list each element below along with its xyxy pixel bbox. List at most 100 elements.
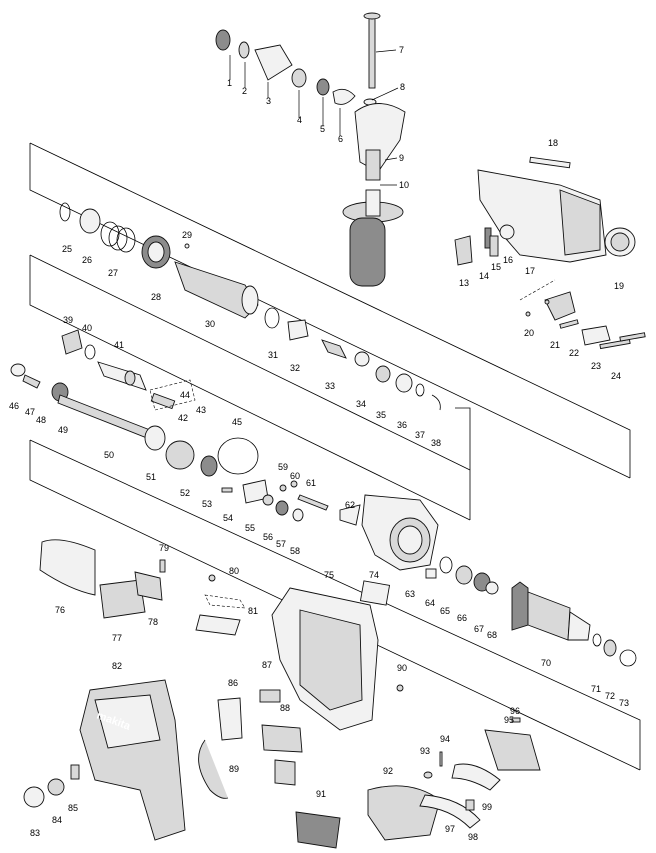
part-label: 64 — [425, 598, 435, 608]
part-label: 25 — [62, 244, 72, 254]
part-label: 19 — [614, 281, 624, 291]
part-label: 76 — [55, 605, 65, 615]
part-label: 6 — [338, 134, 343, 144]
part-label: 65 — [440, 606, 450, 616]
part-label: 38 — [431, 438, 441, 448]
part-label: 18 — [548, 138, 558, 148]
part-label: 77 — [112, 633, 122, 643]
panel-frames — [29, 142, 641, 771]
part-label: 40 — [82, 323, 92, 333]
group-crank — [221, 479, 499, 595]
part-label: 33 — [325, 381, 335, 391]
part-label: 31 — [268, 350, 278, 360]
part-label: 91 — [316, 789, 326, 799]
part-label: 78 — [148, 617, 158, 627]
part-label: 92 — [383, 766, 393, 776]
part-label: 51 — [146, 472, 156, 482]
part-label: 94 — [440, 734, 450, 744]
part-label: 44 — [180, 390, 190, 400]
part-label: 52 — [180, 488, 190, 498]
part-label: 22 — [569, 348, 579, 358]
group-spindle — [59, 202, 441, 411]
part-label: 99 — [482, 802, 492, 812]
part-label: 50 — [104, 450, 114, 460]
group-impact — [10, 329, 259, 477]
part-label: 61 — [306, 478, 316, 488]
part-label: 23 — [591, 361, 601, 371]
part-label: 13 — [459, 278, 469, 288]
part-label: 93 — [420, 746, 430, 756]
part-label: 27 — [108, 268, 118, 278]
part-label: 62 — [345, 500, 355, 510]
part-label: 49 — [58, 425, 68, 435]
part-label: 47 — [25, 407, 35, 417]
part-label: 90 — [397, 663, 407, 673]
part-label: 7 — [399, 45, 404, 55]
part-label: 37 — [415, 430, 425, 440]
part-label: 74 — [369, 570, 379, 580]
part-label: 96 — [510, 706, 520, 716]
part-label: 75 — [324, 570, 334, 580]
part-label: 54 — [223, 513, 233, 523]
part-label: 48 — [36, 415, 46, 425]
part-label: 87 — [262, 660, 272, 670]
part-label: 9 — [399, 153, 404, 163]
part-label: 43 — [196, 405, 206, 415]
part-label: 73 — [619, 698, 629, 708]
part-label: 10 — [399, 180, 409, 190]
part-labels: 1 2 3 4 5 6 7 8 9 10 13 14 15 16 17 18 1… — [9, 45, 629, 842]
part-label: 17 — [525, 266, 535, 276]
part-label: 72 — [605, 691, 615, 701]
part-label: 86 — [228, 678, 238, 688]
part-label: 8 — [400, 82, 405, 92]
part-label: 32 — [290, 363, 300, 373]
part-label: 95 — [504, 715, 514, 725]
part-label: 63 — [405, 589, 415, 599]
part-label: 89 — [229, 764, 239, 774]
part-label: 97 — [445, 824, 455, 834]
part-label: 56 — [263, 532, 273, 542]
part-label: 20 — [524, 328, 534, 338]
part-label: 84 — [52, 815, 62, 825]
part-label: 5 — [320, 124, 325, 134]
part-label: 68 — [487, 630, 497, 640]
part-label: 2 — [242, 86, 247, 96]
part-label: 53 — [202, 499, 212, 509]
part-label: 45 — [232, 417, 242, 427]
part-label: 29 — [182, 230, 192, 240]
part-label: 28 — [151, 292, 161, 302]
part-label: 42 — [178, 413, 188, 423]
part-label: 41 — [114, 340, 124, 350]
part-label: 15 — [491, 262, 501, 272]
part-label: 4 — [297, 115, 302, 125]
part-label: 70 — [541, 658, 551, 668]
part-label: 14 — [479, 271, 489, 281]
part-label: 60 — [290, 471, 300, 481]
part-label: 98 — [468, 832, 478, 842]
part-label: 67 — [474, 624, 484, 634]
part-label: 24 — [611, 371, 621, 381]
group-gear-housing — [454, 156, 646, 350]
part-label: 39 — [63, 315, 73, 325]
part-label: 46 — [9, 401, 19, 411]
group-top-front — [215, 12, 406, 287]
part-label: 30 — [205, 319, 215, 329]
part-label: 35 — [376, 410, 386, 420]
part-label: 82 — [112, 661, 122, 671]
callouts-top — [229, 49, 399, 186]
part-label: 26 — [82, 255, 92, 265]
part-label: 59 — [278, 462, 288, 472]
part-label: 36 — [397, 420, 407, 430]
part-label: 85 — [68, 803, 78, 813]
group-armature — [511, 581, 637, 667]
part-label: 80 — [229, 566, 239, 576]
part-label: 1 — [227, 78, 232, 88]
part-label: 88 — [280, 703, 290, 713]
part-label: 79 — [159, 543, 169, 553]
part-label: 83 — [30, 828, 40, 838]
part-label: 71 — [591, 684, 601, 694]
part-label: 66 — [457, 613, 467, 623]
part-label: 81 — [248, 606, 258, 616]
part-label: 55 — [245, 523, 255, 533]
